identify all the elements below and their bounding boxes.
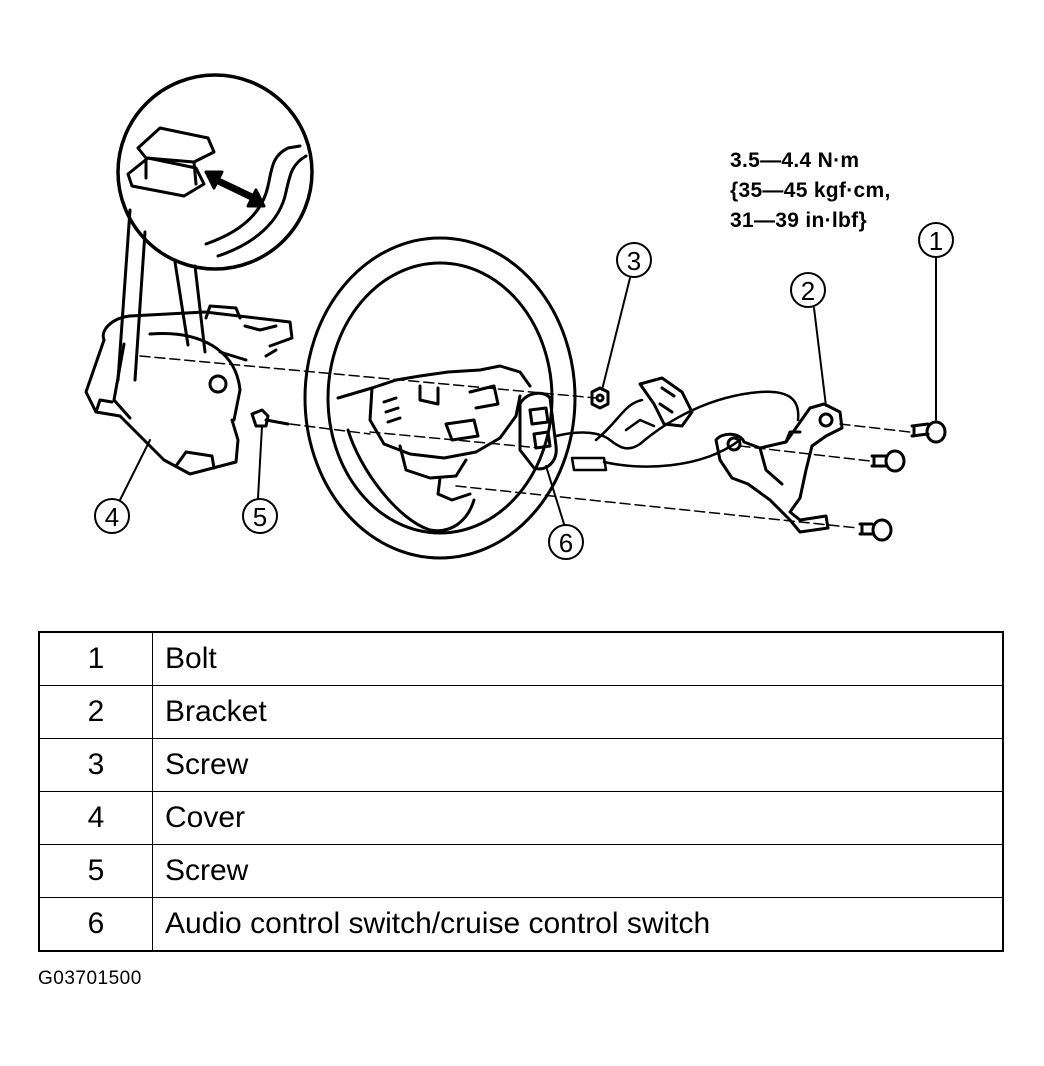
torque-spec-line-1: 3.5—4.4 N·m — [730, 149, 860, 172]
steering-wheel-exploded-diagram: 1 2 3 4 5 6 — [84, 73, 954, 560]
callout-2: 2 — [801, 276, 815, 306]
assembly-lines — [139, 355, 911, 529]
table-row: 1 Bolt — [38, 631, 1004, 686]
callout-circle-1 — [918, 222, 954, 258]
callout-1: 1 — [929, 226, 943, 256]
legend-label: Cover — [152, 791, 1004, 845]
legend-label: Bolt — [152, 631, 1004, 686]
callout-circle-2 — [790, 272, 826, 308]
callout-circle-5 — [242, 498, 278, 534]
legend-number: 1 — [38, 631, 153, 686]
torque-spec-line-2: {35—45 kgf·cm, — [730, 179, 891, 202]
parts-legend-table: 1 Bolt 2 Bracket 3 Screw 4 Cover 5 Screw… — [38, 631, 1004, 952]
legend-number: 6 — [38, 897, 153, 952]
callout-circle-4 — [94, 498, 130, 534]
legend-number: 4 — [38, 791, 153, 845]
callout-circle-3 — [616, 242, 652, 278]
callout-6: 6 — [559, 528, 573, 558]
bolt-parts — [858, 420, 947, 542]
legend-label: Audio control switch/cruise control swit… — [152, 897, 1004, 952]
wiring-harness — [554, 390, 800, 472]
table-row: 6 Audio control switch/cruise control sw… — [38, 897, 1004, 952]
callout-5: 5 — [253, 502, 267, 532]
table-row: 3 Screw — [38, 738, 1004, 792]
steering-wheel — [303, 236, 577, 560]
table-row: 4 Cover — [38, 791, 1004, 845]
legend-label: Screw — [152, 844, 1004, 898]
legend-number: 3 — [38, 738, 153, 792]
table-row: 5 Screw — [38, 844, 1004, 898]
leader-lines — [119, 257, 937, 525]
cover-part — [84, 304, 294, 476]
legend-number: 2 — [38, 685, 153, 739]
legend-label: Bracket — [152, 685, 1004, 739]
table-row: 2 Bracket — [38, 685, 1004, 739]
callout-markers — [94, 222, 954, 560]
callout-3: 3 — [627, 246, 641, 276]
screw-parts — [250, 386, 610, 428]
legend-number: 5 — [38, 844, 153, 898]
audio-control-switch — [518, 376, 694, 471]
legend-label: Screw — [152, 738, 1004, 792]
figure-code: G03701500 — [38, 968, 142, 989]
torque-spec-line-3: 31—39 in·lbf} — [730, 209, 867, 232]
callout-circle-6 — [548, 524, 584, 560]
callout-4: 4 — [105, 502, 119, 532]
bracket-part — [714, 402, 844, 534]
torque-specification: 3.5—4.4 N·m {35—45 kgf·cm, 31—39 in·lbf} — [730, 146, 891, 236]
clip-detail-inset — [116, 73, 314, 382]
